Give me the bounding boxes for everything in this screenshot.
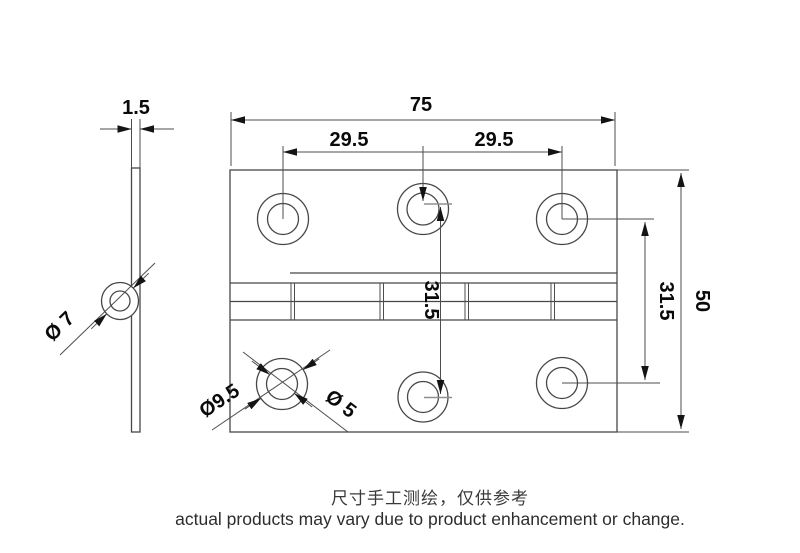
bore-arrow-se xyxy=(293,393,313,408)
dim-plate-height: 50 xyxy=(617,169,713,433)
dim-hole-span-center: 31.5 xyxy=(420,203,452,399)
disclaimer-chinese: 尺寸手工测绘，仅供参考 xyxy=(331,489,529,508)
plate-width-label: 75 xyxy=(410,94,432,116)
center-span-ticks xyxy=(424,203,452,399)
disclaimer: 尺寸手工测绘，仅供参考 actual products may vary due… xyxy=(60,488,800,531)
hole-spacing-left-label: 29.5 xyxy=(330,129,369,151)
side-view: 1.5 Ø 7 xyxy=(41,97,174,433)
barrel-dia-arrow-sw xyxy=(90,313,108,330)
barrel-diameter-label: Ø 7 xyxy=(41,308,79,346)
plate-height-label: 50 xyxy=(691,290,713,312)
barrel-outer-circle xyxy=(100,281,140,321)
countersink-arrow-ne xyxy=(302,358,320,371)
knuckle-joint-lines xyxy=(290,283,555,320)
hole-spacing-right-label: 29.5 xyxy=(475,129,514,151)
bore-arrow-nw xyxy=(251,360,271,375)
dim-plate-width: 75 xyxy=(230,94,616,166)
hole-bottom-left-inner xyxy=(265,367,299,401)
disclaimer-english: actual products may vary due to product … xyxy=(175,509,685,530)
knuckle-band xyxy=(230,272,617,321)
hole-span-center-label: 31.5 xyxy=(420,281,442,320)
dim-hole-spacing: 29.5 29.5 xyxy=(282,129,563,219)
countersink-arrow-sw xyxy=(244,397,262,410)
barrel-pin-circle xyxy=(109,290,131,312)
thickness-label: 1.5 xyxy=(122,97,150,119)
front-view: 75 29.5 29.5 31.5 31.5 50 xyxy=(196,94,713,433)
hole-span-right-label: 31.5 xyxy=(655,282,677,321)
height-extension-lines xyxy=(617,169,689,433)
right-span-leaders xyxy=(562,218,660,384)
barrel-dia-arrow-ne xyxy=(132,272,150,289)
spacing-extension-lines xyxy=(282,146,563,219)
dim-hole-span-right: 31.5 xyxy=(562,218,677,384)
hole-bottom-left-outer xyxy=(255,357,309,411)
barrel-dia-leader xyxy=(59,262,156,356)
thickness-extension-lines xyxy=(131,119,141,168)
